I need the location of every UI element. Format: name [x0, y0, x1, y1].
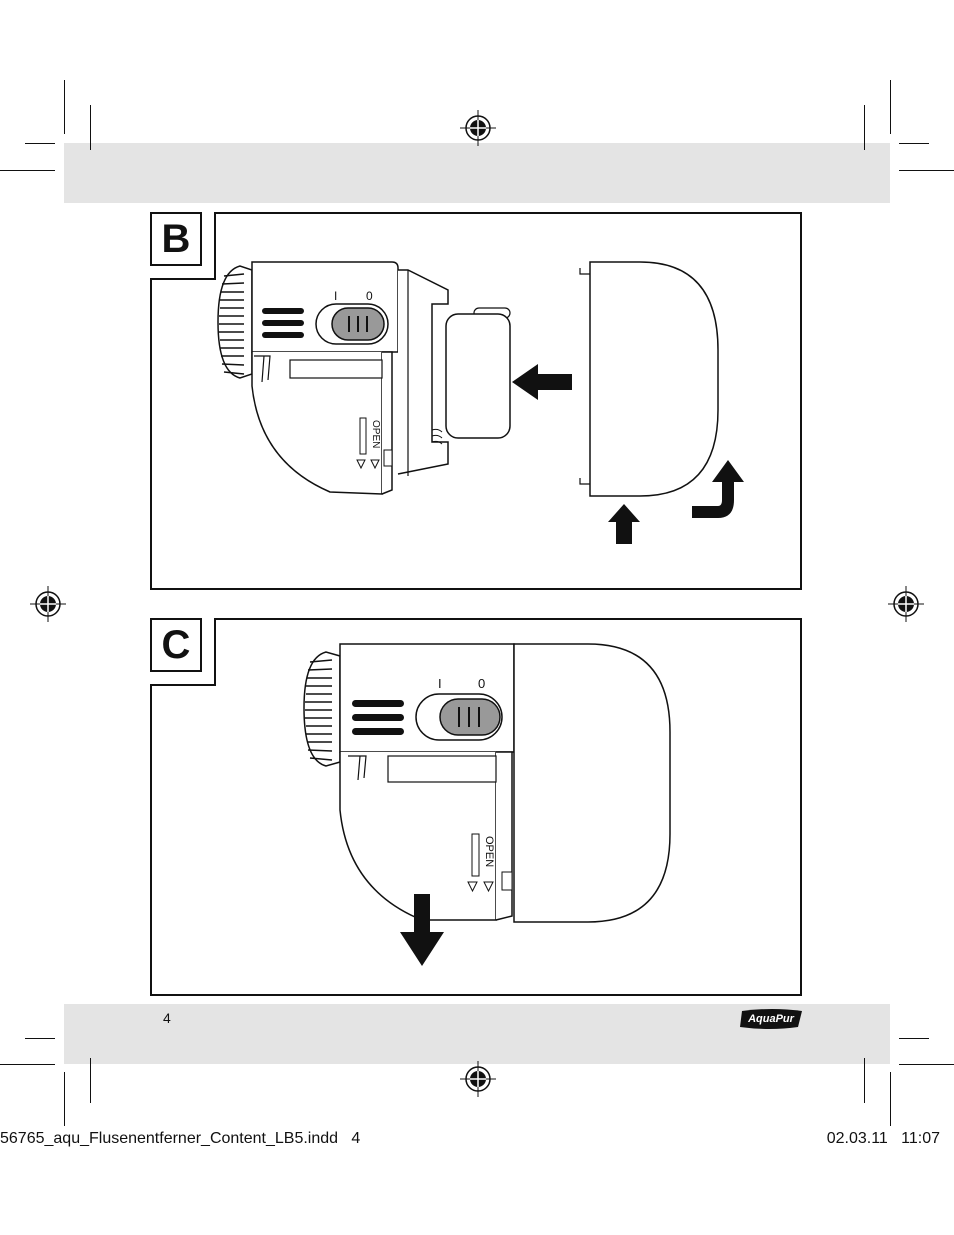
footer-timestamp: 02.03.11 11:07	[826, 1130, 940, 1147]
crop-mark	[64, 80, 65, 134]
arrow-up-icon	[608, 504, 640, 544]
power-switch-icon	[315, 303, 389, 345]
crop-mark	[64, 1072, 65, 1126]
figure-label-box: C	[150, 618, 216, 686]
open-label: OPEN	[370, 420, 381, 448]
power-switch-icon	[415, 693, 503, 741]
dial-icon	[303, 651, 341, 767]
logo-badge-icon	[740, 1009, 802, 1029]
header-band	[64, 143, 890, 203]
figure-panel-b: I 0 OPEN B	[150, 212, 802, 590]
crop-mark	[0, 170, 55, 171]
registration-mark-icon	[460, 110, 496, 146]
crop-mark	[90, 105, 91, 150]
figure-label: C	[150, 618, 202, 672]
arrow-left-icon	[512, 364, 572, 400]
registration-mark-icon	[460, 1061, 496, 1097]
switch-on-label: 0	[478, 676, 485, 691]
arrow-down-icon	[400, 894, 444, 966]
figure-label-box: B	[150, 212, 216, 280]
page-number: 4	[163, 1010, 171, 1026]
logo-text: AquaPur	[748, 1013, 794, 1025]
crop-mark	[0, 1064, 55, 1065]
switch-off-label: I	[334, 289, 337, 303]
crop-mark	[899, 143, 929, 144]
figure-label: B	[150, 212, 202, 266]
figure-panel-c: I 0 OPEN C	[150, 618, 802, 996]
crop-mark	[25, 1038, 55, 1039]
vent-slots-icon	[352, 700, 404, 735]
battery-icon	[431, 307, 511, 445]
crop-mark	[899, 170, 954, 171]
crop-mark	[90, 1058, 91, 1103]
battery-cover-icon	[513, 643, 671, 923]
vent-slots-icon	[262, 308, 304, 338]
registration-mark-icon	[888, 586, 924, 622]
open-label: OPEN	[483, 836, 495, 867]
crop-mark	[899, 1064, 954, 1065]
crop-mark	[864, 105, 865, 150]
switch-on-label: 0	[366, 289, 373, 303]
brand-logo: AquaPur	[738, 1008, 804, 1030]
battery-cover-icon	[579, 261, 719, 497]
crop-mark	[890, 1072, 891, 1126]
footer-filename: 56765_aqu_Flusenentferner_Content_LB5.in…	[0, 1130, 361, 1147]
dial-icon	[217, 265, 253, 379]
crop-mark	[25, 143, 55, 144]
crop-mark	[890, 80, 891, 134]
crop-mark	[864, 1058, 865, 1103]
curved-arrow-icon	[692, 460, 744, 518]
crop-mark	[899, 1038, 929, 1039]
battery-insertion-illustration: I 0 OPEN	[217, 261, 744, 544]
registration-mark-icon	[30, 586, 66, 622]
switch-off-label: I	[438, 676, 442, 691]
cover-removal-illustration: I 0 OPEN	[303, 643, 671, 966]
